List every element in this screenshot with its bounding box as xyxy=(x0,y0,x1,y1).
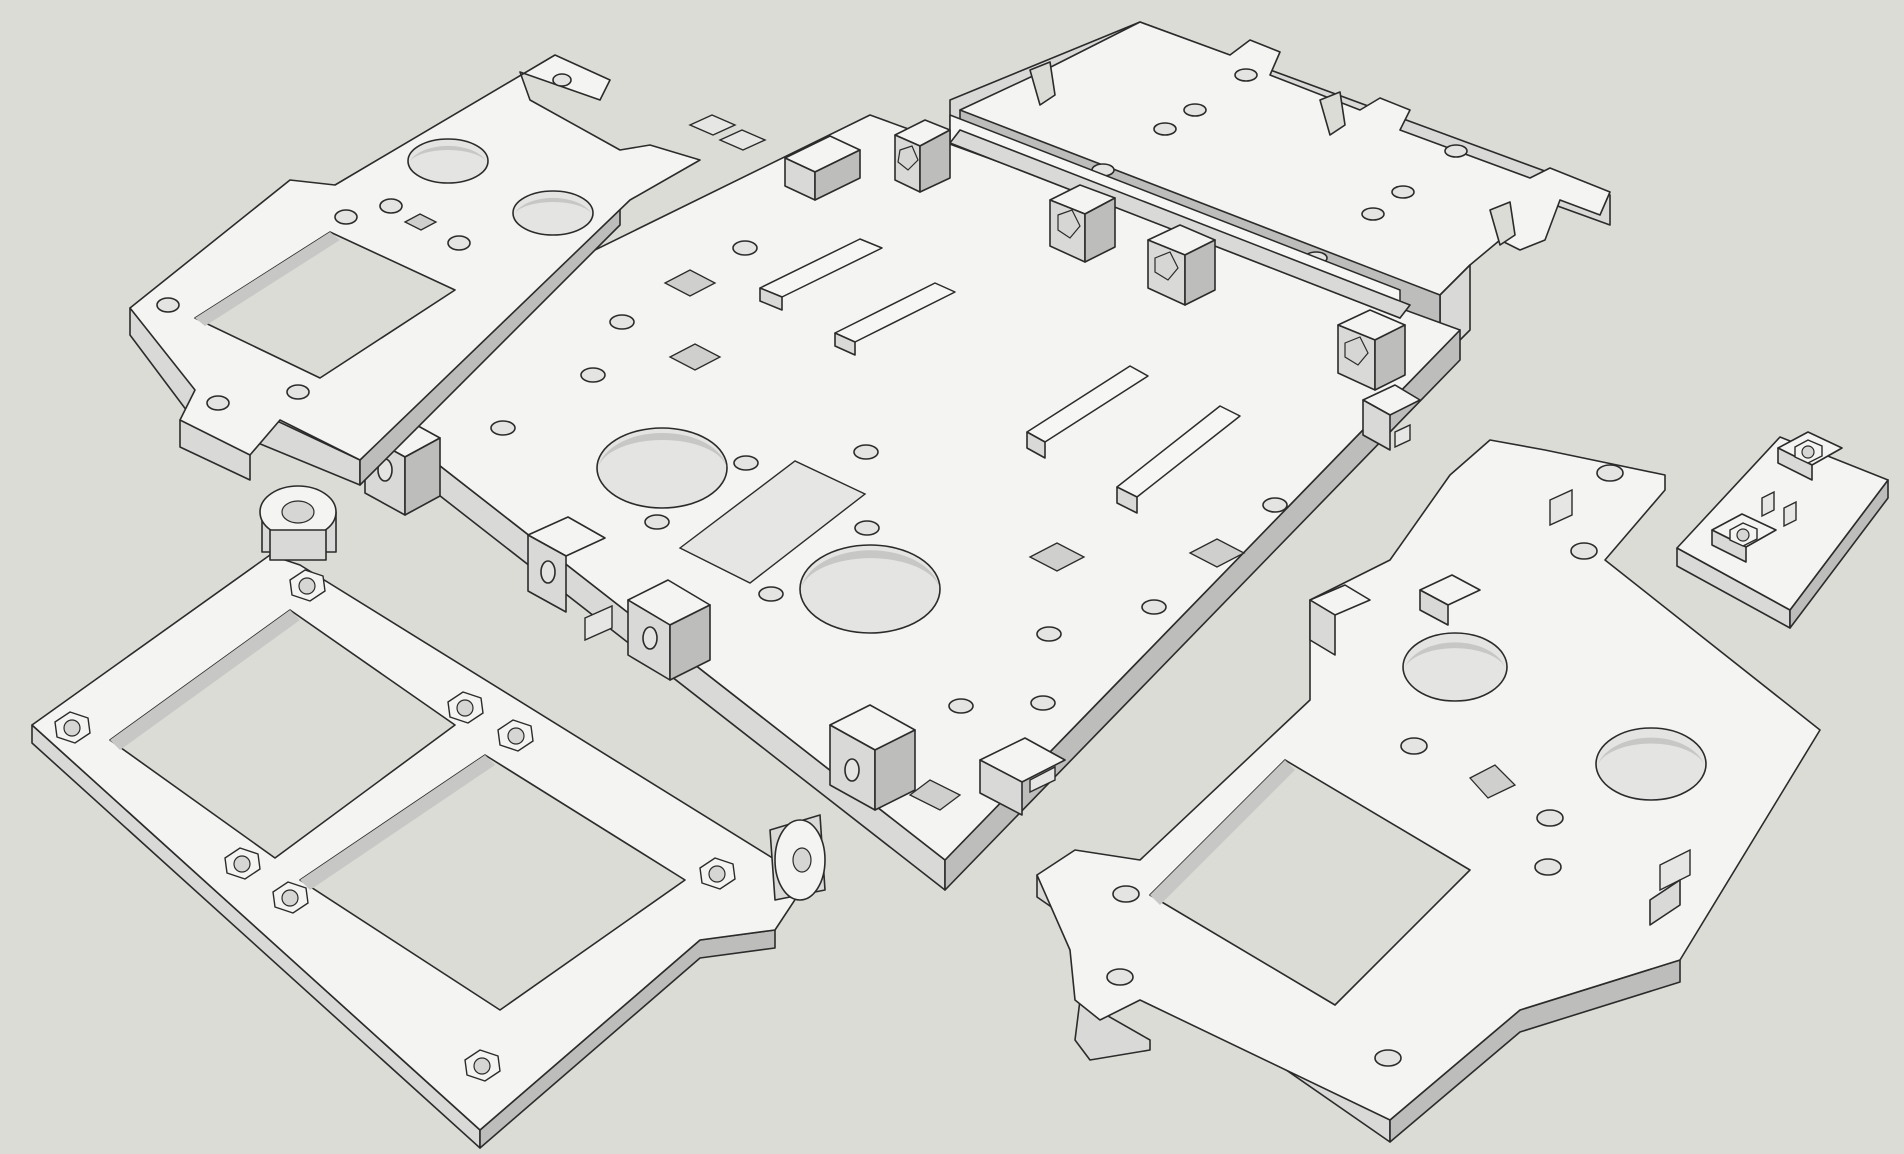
left-motor-mount xyxy=(129,54,767,486)
small-nut-holder xyxy=(1676,431,1889,629)
nut-traps xyxy=(894,119,1421,451)
boss-front xyxy=(829,704,1066,816)
bracket-boss-right xyxy=(769,814,826,901)
boss-center-left xyxy=(527,516,711,681)
right-motor-mount xyxy=(1036,439,1821,1143)
bracket-boss-top xyxy=(259,485,337,561)
frame-bracket xyxy=(31,485,826,1149)
base-plate xyxy=(329,114,1461,891)
